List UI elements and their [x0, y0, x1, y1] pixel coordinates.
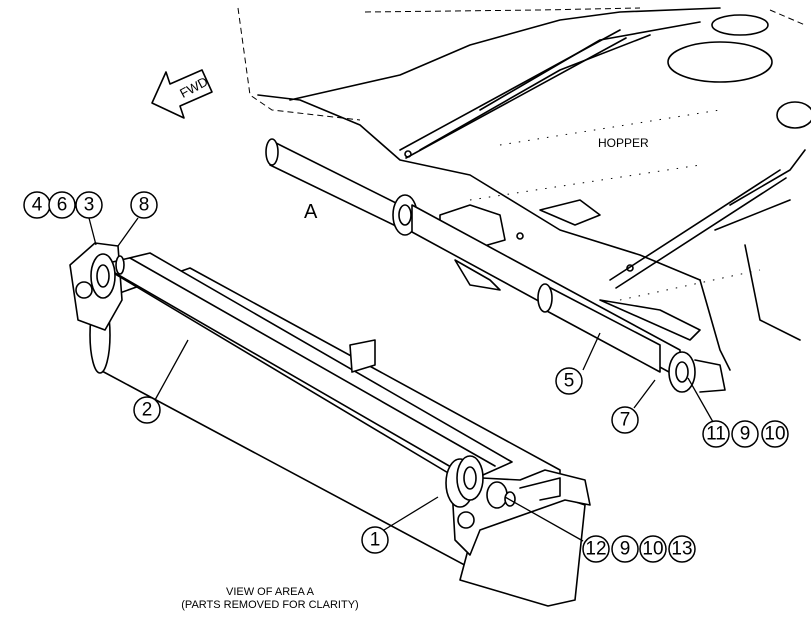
callout-2: 2: [133, 396, 161, 424]
view-caption: VIEW OF AREA A (PARTS REMOVED FOR CLARIT…: [120, 586, 420, 612]
svg-text:8: 8: [139, 195, 150, 216]
callout-9-lower: 9: [611, 535, 639, 563]
callout-1: 1: [361, 526, 389, 554]
svg-text:9: 9: [620, 539, 631, 560]
hopper-assembly: [237, 7, 811, 393]
callout-10-upper: 10: [761, 420, 789, 448]
leader-lines: [88, 217, 714, 542]
callout-7: 7: [611, 406, 639, 434]
svg-text:5: 5: [564, 371, 575, 392]
svg-text:6: 6: [57, 195, 68, 216]
svg-text:13: 13: [671, 539, 692, 560]
svg-text:2: 2: [142, 400, 153, 421]
callout-12: 12: [582, 535, 610, 563]
svg-text:3: 3: [84, 195, 95, 216]
callout-10-lower: 10: [639, 535, 667, 563]
svg-text:4: 4: [32, 195, 43, 216]
callout-8: 8: [130, 191, 158, 219]
caption-line-2: (PARTS REMOVED FOR CLARITY): [181, 599, 359, 611]
area-label: A: [304, 201, 318, 223]
svg-text:11: 11: [706, 424, 726, 445]
callout-5: 5: [555, 367, 583, 395]
detail-view-a: [69, 242, 591, 607]
callout-6: 6: [48, 191, 76, 219]
svg-text:9: 9: [740, 424, 751, 445]
svg-text:12: 12: [585, 539, 606, 560]
callout-9-upper: 9: [731, 420, 759, 448]
svg-text:7: 7: [620, 410, 631, 431]
svg-text:10: 10: [642, 539, 663, 560]
hopper-label: HOPPER: [598, 136, 649, 150]
svg-text:1: 1: [370, 530, 381, 551]
svg-text:10: 10: [764, 424, 785, 445]
callout-11: 11: [702, 420, 730, 448]
forward-arrow-icon: [151, 69, 213, 119]
callout-13: 13: [668, 535, 696, 563]
callout-3: 3: [75, 191, 103, 219]
caption-line-1: VIEW OF AREA A: [225, 586, 315, 598]
callout-4: 4: [23, 191, 51, 219]
